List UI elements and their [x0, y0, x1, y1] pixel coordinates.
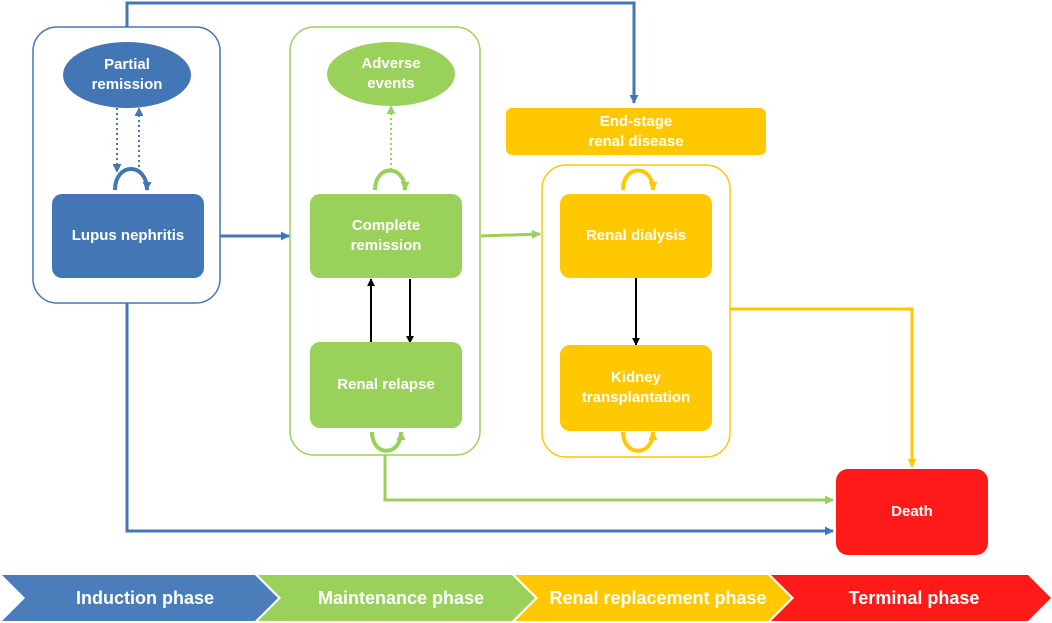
kidney-transplantation-label: Kidney transplantation	[581, 369, 691, 406]
phase-label-renal-replacement: Renal replacement phase	[549, 587, 767, 608]
phase-label-maintenance: Maintenance phase	[317, 587, 485, 608]
renal-dialysis-label: Renal dialysis	[585, 227, 687, 244]
partial-remission-label: Partial remission	[91, 56, 163, 93]
partial-remission-node	[63, 42, 191, 108]
arrow-lupus-to-death	[125, 303, 834, 536]
end-stage-renal-disease-label: End-stage renal disease	[588, 112, 684, 150]
self-loop-complete-remission	[373, 168, 410, 191]
self-loop-renal-dialysis	[621, 168, 658, 191]
phase-label-induction: Induction phase	[75, 587, 214, 608]
renal-relapse-label: Renal relapse	[337, 376, 435, 393]
adverse-events-node	[327, 42, 455, 106]
lupus-nephritis-label: Lupus nephritis	[71, 227, 185, 244]
arrow-renal-replacement-to-death	[730, 307, 917, 468]
end-stage-renal-disease-node	[506, 108, 766, 155]
death-node	[836, 469, 988, 555]
lupus-nephritis-node	[52, 194, 204, 278]
adverse-events-label: Adverse events	[361, 55, 421, 92]
phase-chevron-maintenance	[258, 575, 535, 621]
self-loop-lupus-nephritis	[113, 167, 152, 191]
death-label: Death	[891, 503, 933, 520]
complete-remission-node	[310, 194, 462, 278]
self-loop-kidney-transplantation	[621, 431, 658, 453]
arrow-remission-to-renal-replacement	[480, 229, 541, 239]
arrow-lupus-to-esrd	[125, 1, 639, 104]
phase-label-terminal: Terminal phase	[848, 587, 980, 608]
self-loop-renal-relapse	[370, 431, 406, 453]
complete-remission-label: Complete remission	[350, 217, 422, 254]
phase-chevron-terminal	[771, 575, 1051, 621]
phase-chevron-induction	[2, 575, 278, 621]
renal-relapse-node	[310, 342, 462, 428]
phase-chevron-renal-replacement	[515, 575, 791, 621]
kidney-transplantation-node	[560, 345, 712, 431]
renal-replacement-phase-container	[541, 164, 731, 458]
arrow-relapse-to-death	[383, 455, 834, 505]
renal-dialysis-node	[560, 194, 712, 278]
